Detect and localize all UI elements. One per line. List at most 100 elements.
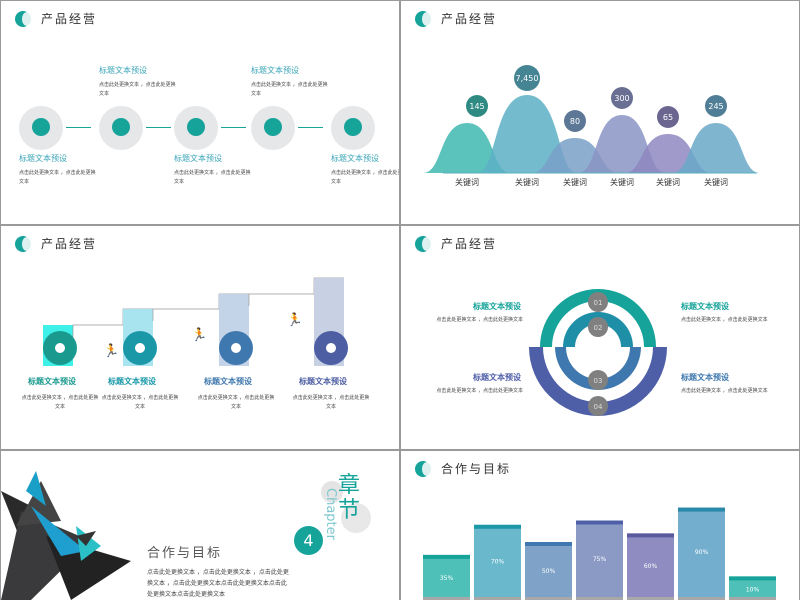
bar-base — [576, 597, 623, 600]
bar-label: 60% — [644, 563, 658, 570]
arrow-icon — [66, 127, 91, 128]
lightbulb-icon — [32, 118, 50, 136]
category-label: 关键词 — [563, 177, 587, 187]
bar — [627, 533, 674, 597]
bar-label: 35% — [440, 575, 454, 582]
slide-6[interactable]: 合作与目标 35%70%50%75%60%90%10% — [401, 451, 799, 600]
bar-cap — [525, 542, 572, 546]
arrow-icon — [221, 127, 246, 128]
header-logo-icon — [415, 461, 432, 477]
bar-cap — [627, 533, 674, 538]
bar — [678, 507, 725, 597]
bar-base — [627, 597, 674, 600]
step-number-circle — [588, 317, 608, 337]
bar-label: 70% — [491, 558, 505, 565]
slide-header: 产品经营 — [441, 12, 498, 26]
step-desc: 点击此处更换文本 ，点击此处更换文本 — [292, 395, 370, 410]
slide-3[interactable]: 产品经营 🏃🏃🏃 标题文本预设点击此处更换文本 ，点击此处更换文本标题文本预设点… — [1, 226, 399, 449]
bar-label: 50% — [542, 568, 556, 575]
section-title: 合作与目标 — [147, 546, 223, 561]
item-title: 标题文本预设 — [473, 373, 521, 382]
step-number-circle — [588, 370, 608, 390]
step-desc: 点击此处更换文本 ，点击此处更换文本 — [331, 170, 399, 185]
bump-chart: 145 关键词 7,450 关键词 80 关键词 300 关键词 65 关键词 245 关键词 — [423, 65, 760, 187]
bump-mark — [672, 123, 760, 173]
chapter-cn: 章节 — [338, 473, 361, 523]
step-title: 标题文本预设 — [108, 377, 156, 386]
slide-header: 产品经营 — [41, 237, 98, 251]
bar-base — [474, 597, 521, 600]
step-title: 标题文本预设 — [299, 377, 347, 386]
step-desc: 点击此处更换文本 ，点击此处更换文本 — [21, 395, 99, 410]
slide-2[interactable]: 产品经营 145 关键词 7,450 关键词 80 关键词 300 关键词 65 关键词 245 关键… — [401, 1, 799, 224]
runner-icon: 🏃 — [287, 312, 303, 328]
item-desc: 点击此处更换文本 ，点击此处更换文本 — [436, 388, 523, 394]
chapter-bubble — [341, 503, 371, 533]
brush-icon-glyph — [231, 343, 241, 353]
gear-icon — [264, 118, 282, 136]
arrow-icon — [298, 127, 323, 128]
bar-cap — [729, 576, 776, 581]
rocket-icon-glyph — [55, 343, 65, 353]
magnifier-icon — [112, 118, 130, 136]
section-desc: 点击此处更换文本 ，点击此处更换文本 ，点击此处更换文本 ，点击此处更换文本点击… — [147, 569, 289, 598]
step-title: 标题文本预设 — [19, 154, 67, 163]
step-title: 标题文本预设 — [99, 66, 147, 75]
outer-top-arc — [540, 289, 656, 347]
value-bubble — [466, 95, 488, 117]
item-title: 标题文本预设 — [681, 373, 729, 382]
bar-cap — [678, 507, 725, 512]
step-desc: 点击此处更换文本 ，点击此处更换文本 — [101, 395, 179, 410]
arrow-icon — [146, 127, 171, 128]
step-desc: 点击此处更换文本 ，点击此处更换文本 — [19, 170, 96, 185]
bar-chart: 35%70%50%75%60%90%10% — [423, 507, 776, 600]
chapter-en: Chapter — [323, 488, 338, 540]
item-title: 标题文本预设 — [473, 302, 521, 311]
step-number: 03 — [594, 377, 603, 385]
value-label: 65 — [663, 113, 673, 122]
slide-1[interactable]: 产品经营 标题文本预设点击此处更换文本 ，点击此处更换文本标题文本预设点击此处更… — [1, 1, 399, 224]
refresh-eye-icon-glyph — [135, 343, 145, 353]
slide-header: 产品经营 — [41, 12, 98, 26]
category-label: 关键词 — [455, 177, 479, 187]
bar-base — [423, 597, 470, 600]
slide-header: 合作与目标 — [441, 462, 512, 476]
step-desc: 点击此处更换文本 ，点击此处更换文本 — [197, 395, 275, 410]
step-desc: 点击此处更换文本 ，点击此处更换文本 — [99, 82, 176, 97]
chapter-bubble — [321, 481, 343, 503]
bar-label: 10% — [746, 587, 760, 594]
slide-5[interactable]: 章节 Chapter 4 合作与目标 点击此处更换文本 ，点击此处更换文本 ，点… — [1, 451, 399, 600]
step-desc: 点击此处更换文本 ，点击此处更换文本 — [251, 82, 328, 97]
checklist-icon — [344, 118, 362, 136]
value-label: 245 — [708, 102, 723, 111]
value-label: 145 — [469, 102, 484, 111]
bar-cap — [474, 524, 521, 529]
value-label: 80 — [570, 117, 580, 126]
step-title: 标题文本预设 — [331, 154, 379, 163]
bar — [729, 576, 776, 597]
bar — [525, 542, 572, 597]
header-logo-icon — [15, 11, 32, 27]
header-logo-icon — [415, 236, 432, 252]
item-title: 标题文本预设 — [681, 302, 729, 311]
bar — [474, 524, 521, 597]
step-desc: 点击此处更换文本 ，点击此处更换文本 — [174, 170, 251, 185]
category-label: 关键词 — [610, 177, 634, 187]
value-label: 300 — [614, 94, 629, 103]
value-bubble — [611, 87, 633, 109]
runner-icon: 🏃 — [103, 343, 119, 359]
value-bubble — [564, 110, 586, 132]
chat-bubble-icon — [187, 118, 205, 136]
item-desc: 点击此处更换文本 ，点击此处更换文本 — [681, 388, 768, 394]
bar — [576, 520, 623, 597]
item-desc: 点击此处更换文本 ，点击此处更换文本 — [436, 317, 523, 323]
category-label: 关键词 — [515, 177, 539, 187]
category-label: 关键词 — [704, 177, 728, 187]
step-title: 标题文本预设 — [28, 377, 76, 386]
category-label: 关键词 — [656, 177, 680, 187]
value-label: 7,450 — [516, 74, 539, 83]
outer-bottom-arc — [529, 347, 667, 416]
step-number: 02 — [594, 324, 603, 332]
